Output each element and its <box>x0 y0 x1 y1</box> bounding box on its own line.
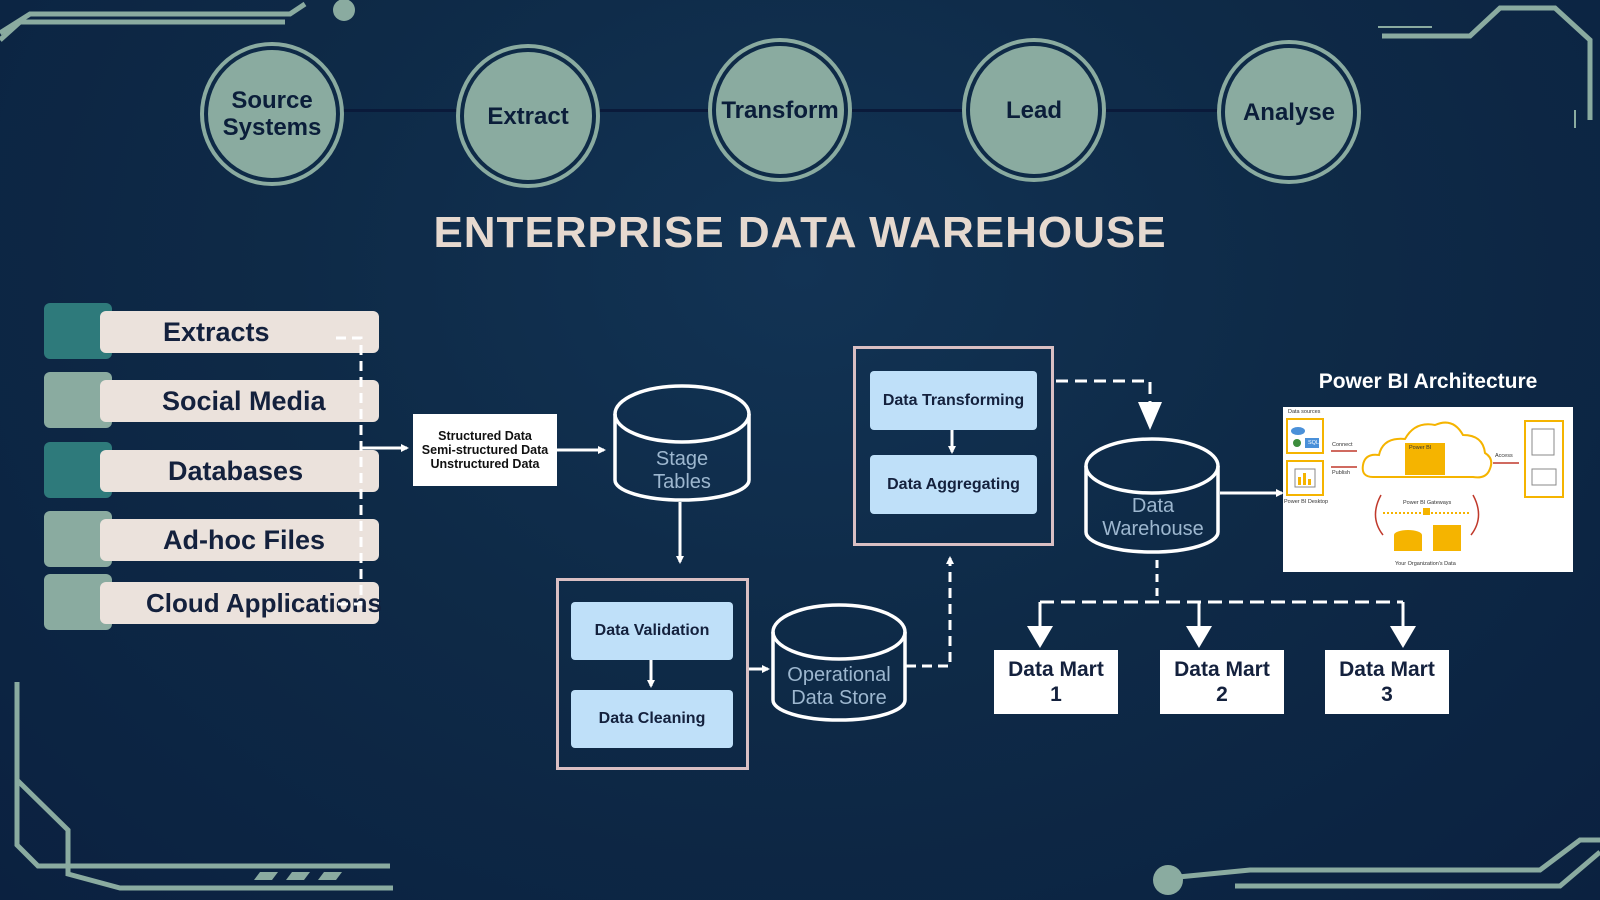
database-source-icon <box>1293 439 1301 447</box>
data-warehouse-cylinder <box>1084 437 1220 554</box>
org-data-file-icon <box>1433 525 1461 551</box>
org-data-label: Your Organization's Data <box>1395 561 1456 567</box>
operational-data-store-cylinder <box>771 603 907 722</box>
data-transforming-box: Data Transforming <box>870 371 1037 430</box>
warehouse-arrowhead <box>1138 402 1162 430</box>
stage-label: Extract <box>487 102 569 130</box>
mart-3-arrowhead <box>1390 626 1416 648</box>
source-item-extracts: Extracts <box>44 303 379 359</box>
transform-to-warehouse-connector <box>1056 379 1152 404</box>
source-label: Ad-hoc Files <box>100 519 379 561</box>
source-label: Social Media <box>100 380 379 422</box>
org-data-db-body <box>1394 535 1422 551</box>
access-box <box>1524 420 1564 498</box>
page-title: ENTERPRISE DATA WAREHOUSE <box>433 208 1167 257</box>
stage-connector-line <box>330 109 470 112</box>
stage-label: Lead <box>1005 96 1062 124</box>
source-item-social-media: Social Media <box>44 372 379 428</box>
gateway-cycle-left <box>1374 494 1384 536</box>
source-label: Databases <box>100 450 379 492</box>
source-item-ad-hoc-files: Ad-hoc Files <box>44 511 379 567</box>
source-label: Cloud Applications <box>100 582 382 624</box>
ods-to-transform-arrow <box>906 556 954 668</box>
data-type-structured: Structured Data <box>438 429 532 443</box>
mart-1-arrowhead <box>1027 626 1053 648</box>
data-warehouse-label: Data Warehouse <box>1102 495 1204 540</box>
stage-label: Analyse <box>1242 98 1336 126</box>
stage-transform: Transform <box>712 42 848 178</box>
validation-frame <box>556 578 749 770</box>
stage-label: Transform <box>721 96 839 124</box>
power-bi-diagram <box>1286 418 1564 551</box>
source-item-databases: Databases <box>44 442 379 498</box>
stage-label: Source Systems <box>222 87 322 141</box>
gateway-lock-icon <box>1423 508 1430 515</box>
source-item-cloud-applications: Cloud Applications <box>44 574 382 630</box>
stage-connector-line <box>842 109 968 112</box>
sql-badge <box>1305 438 1319 448</box>
stage-analyse: Analyse <box>1221 44 1357 180</box>
stage-tables-cylinder <box>613 384 751 502</box>
stage-connector-line <box>588 109 714 112</box>
mart-2-arrowhead <box>1186 626 1212 648</box>
stage-source-systems: Source Systems <box>204 46 340 182</box>
data-mart-1: Data Mart 1 <box>994 650 1118 714</box>
desktop-label: Power BI Desktop <box>1284 499 1329 505</box>
report-page-icon <box>1531 428 1555 456</box>
cloud-source-icon <box>1291 427 1305 435</box>
sql-label: SQL <box>1308 440 1320 446</box>
power-bi-service-label: Power BI <box>1409 445 1432 451</box>
data-cleaning-box: Data Cleaning <box>571 690 733 748</box>
gateways-label: Power BI Gateways <box>1403 500 1452 506</box>
stage-tables-label: Stage Tables <box>653 448 711 493</box>
stage-connector-line <box>1096 109 1222 112</box>
power-bi-title: Power BI Architecture <box>1318 370 1538 393</box>
access-chart-icon <box>1531 468 1557 486</box>
data-types-box: Structured Data Semi-structured Data Uns… <box>413 414 557 486</box>
data-validation-box: Data Validation <box>571 602 733 660</box>
source-bracket <box>336 336 363 606</box>
data-sources-label: Data sources <box>1288 409 1321 415</box>
data-type-semi-structured: Semi-structured Data <box>421 443 549 457</box>
operational-data-store-label: Operational Data Store <box>787 664 891 709</box>
power-bi-service-icon <box>1405 443 1445 475</box>
connect-label: Connect <box>1332 442 1353 448</box>
gateway-cycle-right <box>1470 494 1480 536</box>
stage-lead: Lead <box>966 42 1102 178</box>
power-bi-architecture-image: Data sources SQL Connect Publish Access … <box>1283 407 1573 572</box>
data-type-unstructured: Unstructured Data <box>430 457 540 471</box>
data-aggregating-box: Data Aggregating <box>870 455 1037 514</box>
data-mart-2: Data Mart 2 <box>1160 650 1284 714</box>
access-label: Access <box>1495 453 1513 459</box>
stage-extract: Extract <box>460 48 596 184</box>
transform-frame <box>853 346 1054 546</box>
publish-label: Publish <box>1332 470 1351 476</box>
data-mart-3: Data Mart 3 <box>1325 650 1449 714</box>
desktop-box <box>1286 460 1324 496</box>
data-sources-box <box>1286 418 1324 454</box>
source-label: Extracts <box>100 311 379 353</box>
